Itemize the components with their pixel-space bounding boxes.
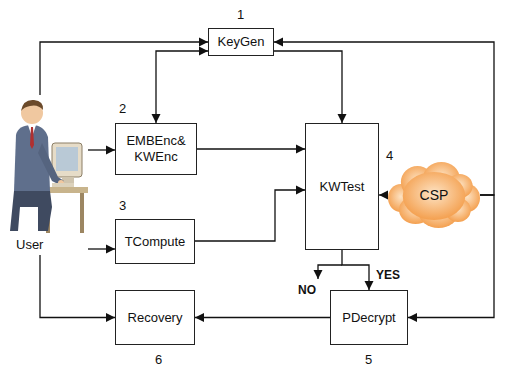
branch-label: YES <box>376 268 400 283</box>
callout-number: 3 <box>119 198 126 213</box>
branch-label: NO <box>298 283 316 298</box>
connector-arrow <box>88 149 115 150</box>
callout-number: 6 <box>155 352 162 367</box>
node-label: Recovery <box>128 310 183 326</box>
connector-arrow <box>88 248 115 249</box>
process-box: KWTest <box>305 123 379 250</box>
connector-arrow <box>197 148 305 149</box>
connector-arrow <box>195 190 305 241</box>
node-label: CSP <box>420 187 449 203</box>
figure-caption: User <box>16 237 43 253</box>
process-box: EMBEnc& KWEnc <box>115 123 197 175</box>
user-figure: User <box>8 95 88 255</box>
node-label: EMBEnc& KWEnc <box>121 133 191 165</box>
process-box: Recovery <box>115 290 195 345</box>
connector-arrow <box>274 51 342 123</box>
no-branch-arrow <box>318 265 342 279</box>
callout-number: 4 <box>386 148 393 163</box>
node-label: KeyGen <box>218 34 265 50</box>
connector-arrow <box>156 51 208 123</box>
process-box: PDecrypt <box>330 290 408 345</box>
process-box: TCompute <box>115 219 195 264</box>
cloud-text-holder: CSP <box>388 160 480 230</box>
user-illustration <box>8 95 88 235</box>
node-label: PDecrypt <box>342 310 395 326</box>
callout-number: 5 <box>365 352 372 367</box>
connector-arrow <box>379 194 388 195</box>
connector-arrow <box>195 317 330 318</box>
callout-number: 1 <box>237 7 244 22</box>
process-box: KeyGen <box>208 28 274 56</box>
node-label: TCompute <box>125 234 186 250</box>
connector-arrow <box>40 42 208 95</box>
connector-arrow <box>342 250 369 290</box>
node-label: KWTest <box>320 179 365 195</box>
connector-arrow <box>40 255 115 318</box>
callout-number: 2 <box>119 101 126 116</box>
cloud-shape: CSP <box>388 160 480 230</box>
